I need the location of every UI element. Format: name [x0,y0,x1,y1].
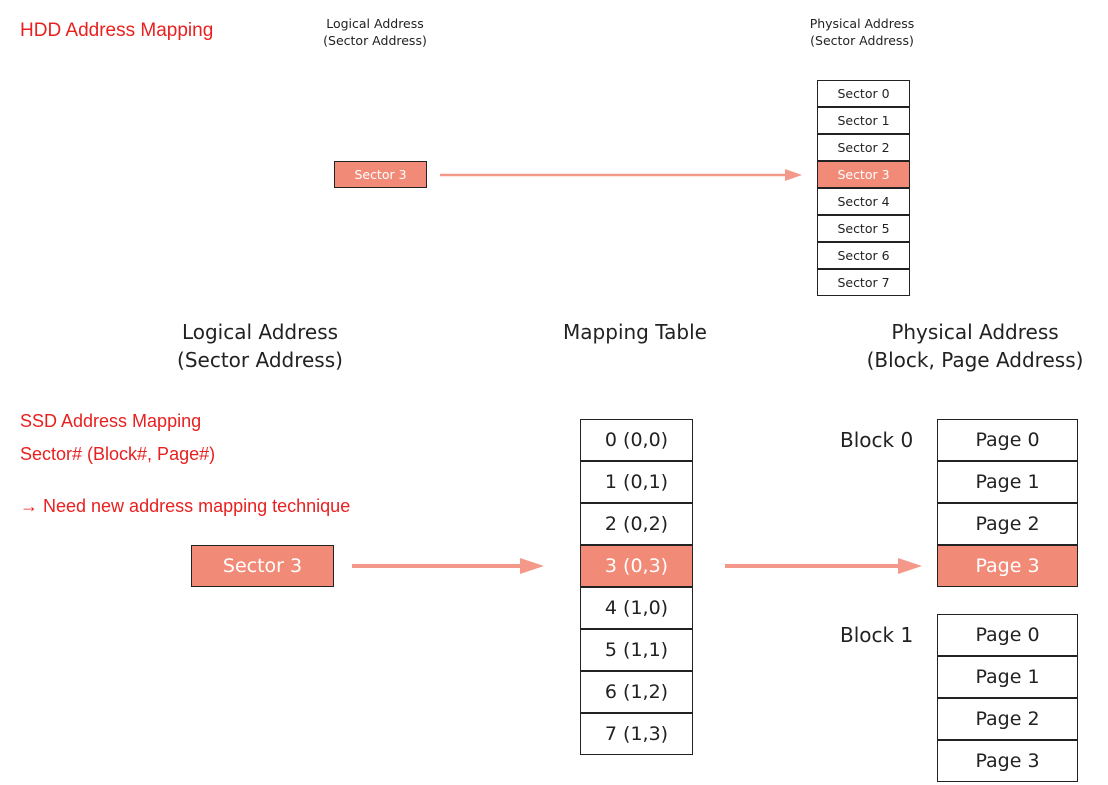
mapping-row: 0 (0,0) [580,419,693,461]
block-1-page: Page 2 [937,698,1078,740]
hdd-title: HDD Address Mapping [20,20,214,41]
hdd-arrow-head [785,169,802,181]
ssd-arrow-to-table-head [520,558,544,574]
ssd-arrow-to-page-head [898,558,922,574]
block-1-label: Block 1 [840,623,914,647]
ssd-logical-header-line1: Logical Address [181,320,339,344]
ssd-title: SSD Address Mapping [20,411,202,431]
ssd-logical-header: Logical Address (Sector Address) [150,318,370,374]
mapping-row: 7 (1,3) [580,713,693,755]
ssd-arrow-to-page [725,558,922,574]
hdd-physical-header-line1: Physical Address [809,16,915,31]
hdd-logical-header-line1: Logical Address [326,16,424,31]
block-1-page: Page 3 [937,740,1078,782]
hdd-sector-row: Sector 2 [817,134,910,161]
hdd-physical-header: Physical Address (Sector Address) [797,15,927,49]
ssd-physical-header-line2: (Block, Page Address) [866,348,1084,372]
hdd-physical-header-line2: (Sector Address) [810,33,914,48]
hdd-source-sector: Sector 3 [334,161,427,188]
hdd-sector-row: Sector 4 [817,188,910,215]
hdd-sector-row: Sector 0 [817,80,910,107]
block-0-page: Page 1 [937,461,1078,503]
block-1-page: Page 1 [937,656,1078,698]
hdd-logical-header: Logical Address (Sector Address) [310,15,440,49]
mapping-row: 2 (0,2) [580,503,693,545]
ssd-note: → Need new address mapping technique [20,496,351,516]
ssd-physical-header: Physical Address (Block, Page Address) [845,318,1105,374]
block-0-page: Page 2 [937,503,1078,545]
ssd-subtitle: Sector# (Block#, Page#) [20,444,216,464]
block-1-page: Page 0 [937,614,1078,656]
hdd-sector-row-highlighted: Sector 3 [817,161,910,188]
mapping-row: 1 (0,1) [580,461,693,503]
mapping-row: 5 (1,1) [580,629,693,671]
block-0-page: Page 0 [937,419,1078,461]
ssd-logical-header-line2: (Sector Address) [177,348,343,372]
block-0-page-highlighted: Page 3 [937,545,1078,587]
hdd-sector-row: Sector 7 [817,269,910,296]
ssd-mapping-header: Mapping Table [563,320,707,344]
block-0-label: Block 0 [840,428,914,452]
hdd-sector-row: Sector 5 [817,215,910,242]
hdd-sector-row: Sector 1 [817,107,910,134]
ssd-arrow-to-table [352,558,544,574]
mapping-row: 6 (1,2) [580,671,693,713]
ssd-physical-header-line1: Physical Address [891,320,1059,344]
mapping-row-highlighted: 3 (0,3) [580,545,693,587]
mapping-row: 4 (1,0) [580,587,693,629]
hdd-arrow [440,169,802,181]
hdd-logical-header-line2: (Sector Address) [323,33,427,48]
ssd-source-sector: Sector 3 [191,545,334,587]
hdd-sector-row: Sector 6 [817,242,910,269]
